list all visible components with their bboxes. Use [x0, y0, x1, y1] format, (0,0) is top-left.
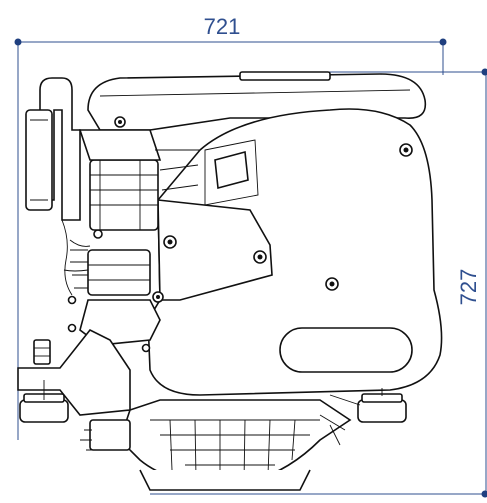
height-arrow-bottom	[481, 490, 487, 498]
inspection-window	[214, 150, 249, 190]
width-dimension-label: 721	[204, 14, 241, 39]
height-arrow-top	[481, 68, 487, 76]
left-mount	[17, 328, 131, 423]
top-handle	[239, 71, 331, 81]
wiring	[61, 219, 91, 296]
intake-pipe	[25, 77, 81, 221]
left-rubber-foot	[19, 399, 69, 423]
height-dimension: 727	[150, 68, 487, 498]
width-arrow-right	[439, 38, 447, 46]
engine-body	[17, 71, 443, 491]
right-mount	[329, 388, 407, 423]
right-rubber-foot	[357, 399, 407, 423]
engine-block-left	[70, 129, 200, 346]
access-panel	[279, 327, 413, 373]
crankcase	[80, 399, 352, 491]
height-dimension-label: 727	[456, 269, 481, 306]
air-filter-canister	[25, 109, 53, 211]
left-mount-stud	[33, 339, 51, 365]
bolts	[67, 116, 413, 353]
width-arrow-left	[14, 38, 22, 46]
